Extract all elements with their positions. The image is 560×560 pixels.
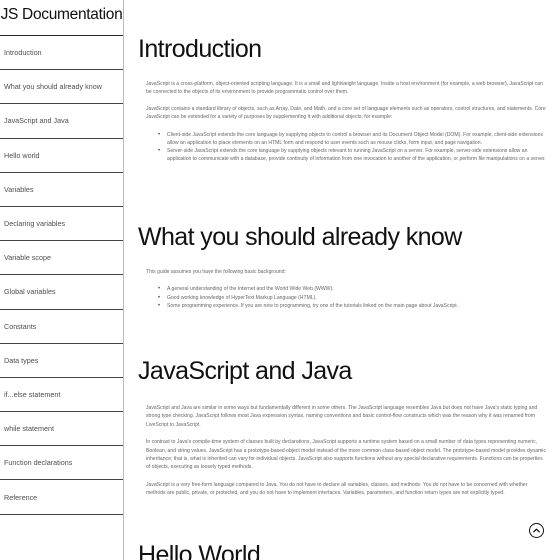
nav-link[interactable]: Function declarations (4, 458, 73, 468)
paragraph: In contrast to Java's compile-time syste… (146, 439, 546, 471)
sidebar-item-introduction[interactable]: Introduction (0, 36, 123, 71)
back-to-top-button[interactable] (529, 523, 544, 538)
sidebar-item-data-types[interactable]: Data types (0, 344, 123, 378)
section-title: Introduction (138, 35, 262, 63)
sidebar-item-what-you-should-already-know[interactable]: What you should already know (0, 70, 123, 105)
nav-link[interactable]: Reference (4, 492, 38, 502)
section-hello-world: Hello World (124, 540, 560, 560)
sidebar-item-function-declarations[interactable]: Function declarations (0, 446, 123, 481)
sidebar-item-hello-world[interactable]: Hello world (0, 139, 123, 173)
list-item: Client-side JavaScript extends the core … (158, 131, 548, 147)
nav-link[interactable]: Variables (4, 184, 34, 194)
paragraph: JavaScript and Java are similar in some … (146, 405, 538, 428)
nav-link[interactable]: while statement (4, 424, 54, 434)
list-item: Server-side JavaScript extends the core … (158, 147, 548, 163)
paragraph: JavaScript contains a standard library o… (146, 105, 546, 121)
sidebar-item-constants[interactable]: Constants (0, 310, 123, 344)
sidebar-item-reference[interactable]: Reference (0, 480, 123, 515)
nav-link[interactable]: Constants (4, 321, 37, 331)
paragraph: JavaScript is a cross-platform, object-o… (146, 81, 543, 96)
nav-link[interactable]: Introduction (4, 48, 42, 58)
section-title: JavaScript and Java (138, 357, 352, 385)
sidebar-item-javascript-and-java[interactable]: JavaScript and Java (0, 104, 123, 139)
sidebar-item-if-else-statement[interactable]: if...else statement (0, 378, 123, 413)
sidebar-item-variable-scope[interactable]: Variable scope (0, 241, 123, 276)
bullet-list: A general understanding of the Internet … (158, 285, 548, 310)
chevron-up-icon (533, 528, 540, 533)
nav-link[interactable]: if...else statement (4, 389, 61, 399)
paragraph: JavaScript is a very free-form language … (146, 481, 528, 497)
list-item: Some programming experience. If you are … (158, 302, 548, 310)
nav-link[interactable]: Variable scope (4, 253, 52, 263)
section-javascript-and-java: JavaScript and Java JavaScript and Java … (124, 356, 560, 498)
nav-link[interactable]: Global variables (4, 287, 56, 297)
list-item: Good working knowledge of HyperText Mark… (158, 294, 548, 302)
section-title: Hello World (138, 541, 261, 560)
nav-link[interactable]: Declaring variables (4, 219, 66, 229)
sidebar-item-while-statement[interactable]: while statement (0, 412, 123, 447)
main-doc[interactable]: Introduction JavaScript is a cross-platf… (124, 0, 560, 560)
nav-link[interactable]: JavaScript and Java (4, 116, 69, 126)
nav-list: Introduction What you should already kno… (0, 36, 123, 515)
bullet-list: Client-side JavaScript extends the core … (158, 131, 548, 164)
sidebar-nav: JS Documentation Introduction What you s… (0, 0, 124, 560)
paragraph: This guide assumes you have the followin… (146, 269, 286, 275)
sidebar-item-global-variables[interactable]: Global variables (0, 275, 123, 310)
nav-link[interactable]: Hello world (4, 150, 40, 160)
section-introduction: Introduction JavaScript is a cross-platf… (124, 34, 560, 163)
sidebar-item-declaring-variables[interactable]: Declaring variables (0, 207, 123, 242)
section-what-you-should-already-know: What you should already know This guide … (124, 222, 560, 310)
sidebar-item-variables[interactable]: Variables (0, 173, 123, 207)
section-title: What you should already know (138, 223, 462, 251)
list-item: A general understanding of the Internet … (158, 285, 548, 293)
sidebar-title: JS Documentation (0, 0, 123, 36)
nav-link[interactable]: What you should already know (4, 82, 102, 92)
nav-link[interactable]: Data types (4, 355, 39, 365)
